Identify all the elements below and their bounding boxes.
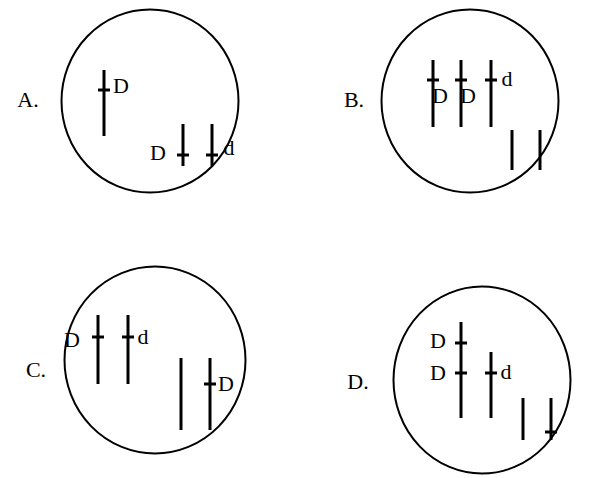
cell-circle: D.DDd [392, 285, 572, 475]
cell-circle: A.DDd [60, 8, 240, 194]
gene-label: d [138, 326, 149, 348]
gene-label: D [218, 373, 234, 395]
option-label: B. [344, 89, 364, 111]
gene-label: d [502, 68, 513, 90]
option-label: A. [17, 89, 38, 111]
gene-label: D [430, 330, 446, 352]
gene-label: D [113, 75, 129, 97]
option-label: D. [347, 371, 368, 393]
cell-circle: C.DdD [63, 265, 247, 455]
gene-label: D [430, 362, 446, 384]
cell-outline [392, 285, 572, 475]
gene-label: d [224, 137, 235, 159]
cell-outline [60, 8, 240, 194]
cell-outline [63, 265, 247, 455]
option-label: C. [26, 359, 46, 381]
gene-label: D [150, 142, 166, 164]
gene-label: D [460, 85, 476, 107]
gene-label: D [64, 329, 80, 351]
cell-circle: B.DDd [380, 8, 560, 194]
gene-label: d [501, 361, 512, 383]
gene-label: D [432, 85, 448, 107]
